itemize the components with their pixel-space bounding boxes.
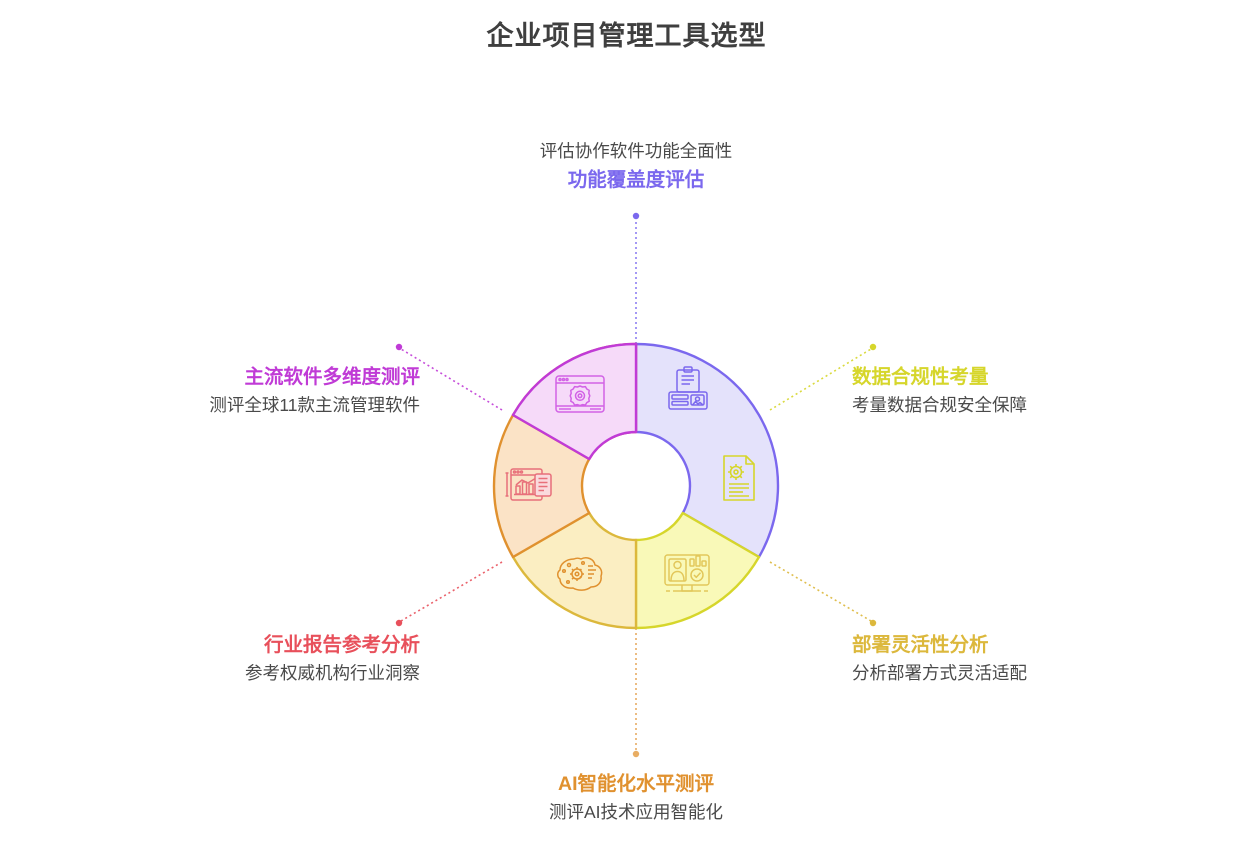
segment-mainstream-software[interactable]: [511, 342, 638, 461]
connector-dot-right-top: [869, 343, 877, 351]
label-desc-mainstream-software: 测评全球11款主流管理软件: [209, 395, 420, 416]
label-ai-intelligence[interactable]: AI智能化水平测评 测评AI技术应用智能化: [386, 770, 886, 826]
label-industry-report[interactable]: 行业报告参考分析 参考权威机构行业洞察: [90, 631, 420, 687]
label-desc-feature-coverage: 评估协作软件功能全面性: [539, 141, 733, 161]
label-deployment-flexibility[interactable]: 部署灵活性分析 分析部署方式灵活适配: [852, 631, 1182, 687]
label-title-ai-intelligence: AI智能化水平测评: [557, 773, 714, 795]
connector-dot-left-bottom: [395, 619, 403, 627]
label-title-data-compliance: 数据合规性考量: [852, 366, 989, 388]
segment-data-compliance[interactable]: [634, 511, 761, 630]
label-title-feature-coverage: 功能覆盖度评估: [567, 169, 705, 192]
document-gear-icon: [723, 455, 755, 501]
label-desc-ai-intelligence: 测评AI技术应用智能化: [548, 802, 724, 823]
label-desc-deployment-flexibility: 分析部署方式灵活适配: [852, 663, 1027, 684]
ai-brain-icon: [557, 557, 603, 591]
label-data-compliance[interactable]: 数据合规性考量 考量数据合规安全保障: [852, 363, 1182, 419]
label-title-mainstream-software: 主流软件多维度测评: [244, 366, 420, 388]
label-desc-data-compliance: 考量数据合规安全保障: [852, 395, 1027, 416]
label-desc-industry-report: 参考权威机构行业洞察: [245, 663, 420, 684]
page-title: 企业项目管理工具选型: [486, 21, 767, 51]
label-title-industry-report: 行业报告参考分析: [263, 634, 420, 656]
connector-dot-left-top: [395, 343, 403, 351]
clipboard-dashboard-icon: [668, 366, 708, 410]
connector-dot-bottom: [632, 750, 640, 758]
label-mainstream-software[interactable]: 主流软件多维度测评 测评全球11款主流管理软件: [90, 363, 420, 419]
report-chart-icon: [505, 468, 552, 501]
connector-dot-right-bottom: [869, 619, 877, 627]
donut-center-hole: [584, 434, 688, 538]
monitor-analytics-icon: [664, 554, 710, 592]
label-feature-coverage[interactable]: 评估协作软件功能全面性 功能覆盖度评估: [386, 138, 886, 196]
connector-lines: [395, 212, 877, 758]
connector-dot-top: [632, 212, 640, 220]
label-title-deployment-flexibility: 部署灵活性分析: [852, 634, 989, 656]
browser-gear-icon: [555, 375, 605, 413]
connector-line-left-bottom: [400, 561, 503, 622]
connector-line-right-bottom: [769, 561, 872, 622]
